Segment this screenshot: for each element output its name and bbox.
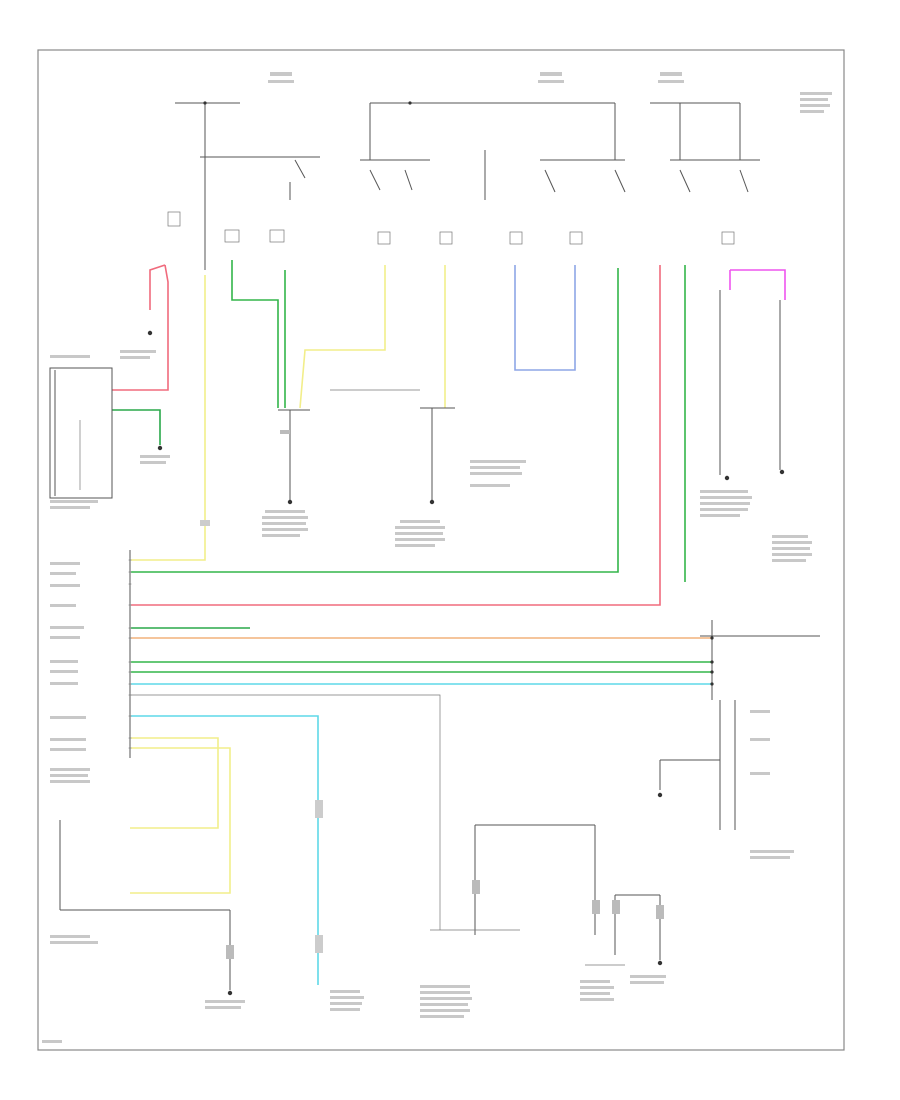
module-pins (128, 558, 132, 750)
wire-pink-left (112, 264, 169, 391)
wire-cyan-down (130, 715, 319, 985)
wire-yellow-main (130, 275, 206, 561)
power-bus-top (175, 102, 760, 270)
black-wiring (49, 290, 820, 990)
fuse-blocks (167, 211, 735, 245)
wire-yellow-switch-1 (130, 737, 219, 829)
wire-yellow-relay (299, 265, 386, 409)
relay-switches (289, 159, 749, 200)
wire-black-bus (130, 694, 441, 930)
wire-green-module (130, 268, 619, 573)
wire-blue-loop (514, 265, 576, 371)
wire-green-headlamp-left (231, 260, 286, 408)
wire-pink-module (130, 265, 661, 606)
diagram-frame (37, 49, 845, 1051)
wire-tag-marks (200, 430, 664, 959)
wire-green-left (112, 409, 161, 445)
splice-dots (203, 101, 714, 686)
illegible-text-marks (42, 72, 832, 1043)
wire-yellow-switch-2 (130, 747, 231, 894)
wire-magenta (729, 269, 786, 300)
ground-symbols (147, 330, 785, 996)
